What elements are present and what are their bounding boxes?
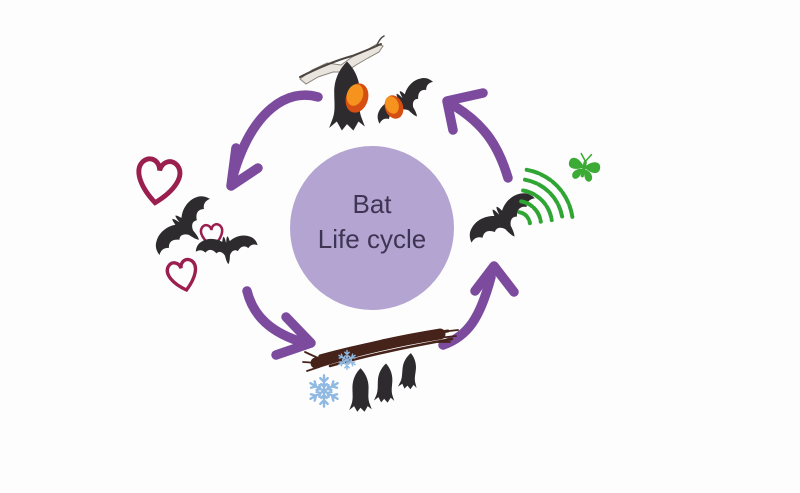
stage-bottom-hibernation	[302, 328, 459, 412]
diagram-title-line1: Bat	[352, 189, 392, 219]
flying-bat-icon	[462, 185, 547, 259]
hanging-bat-icon	[349, 368, 372, 412]
stage-right-hunting	[462, 148, 605, 259]
hanging-bat-icon	[373, 362, 397, 404]
hanging-bat-icon	[397, 352, 421, 390]
echolocation-waves-icon	[517, 167, 575, 226]
center-circle	[290, 146, 454, 310]
arrow-bottom-to-right-icon	[438, 261, 519, 350]
heart-icon	[163, 256, 203, 296]
arrow-top-to-left-icon	[226, 90, 323, 191]
moth-icon	[564, 148, 605, 186]
bat-pup-icon	[345, 83, 369, 113]
gray-branch-icon	[299, 35, 385, 85]
diagram-title-line2: Life cycle	[318, 224, 426, 254]
arrow-left-to-bottom-icon	[242, 286, 316, 360]
snowflake-icon	[307, 374, 341, 408]
stage-top-birth	[299, 35, 444, 138]
cycle-arrows	[226, 88, 519, 360]
heart-icon	[135, 157, 182, 205]
arrow-right-to-top-icon	[442, 88, 513, 183]
brown-branch-icon	[302, 328, 459, 372]
cycle-center: Bat Life cycle	[290, 146, 454, 310]
flying-bat-with-pup-icon	[371, 71, 444, 138]
